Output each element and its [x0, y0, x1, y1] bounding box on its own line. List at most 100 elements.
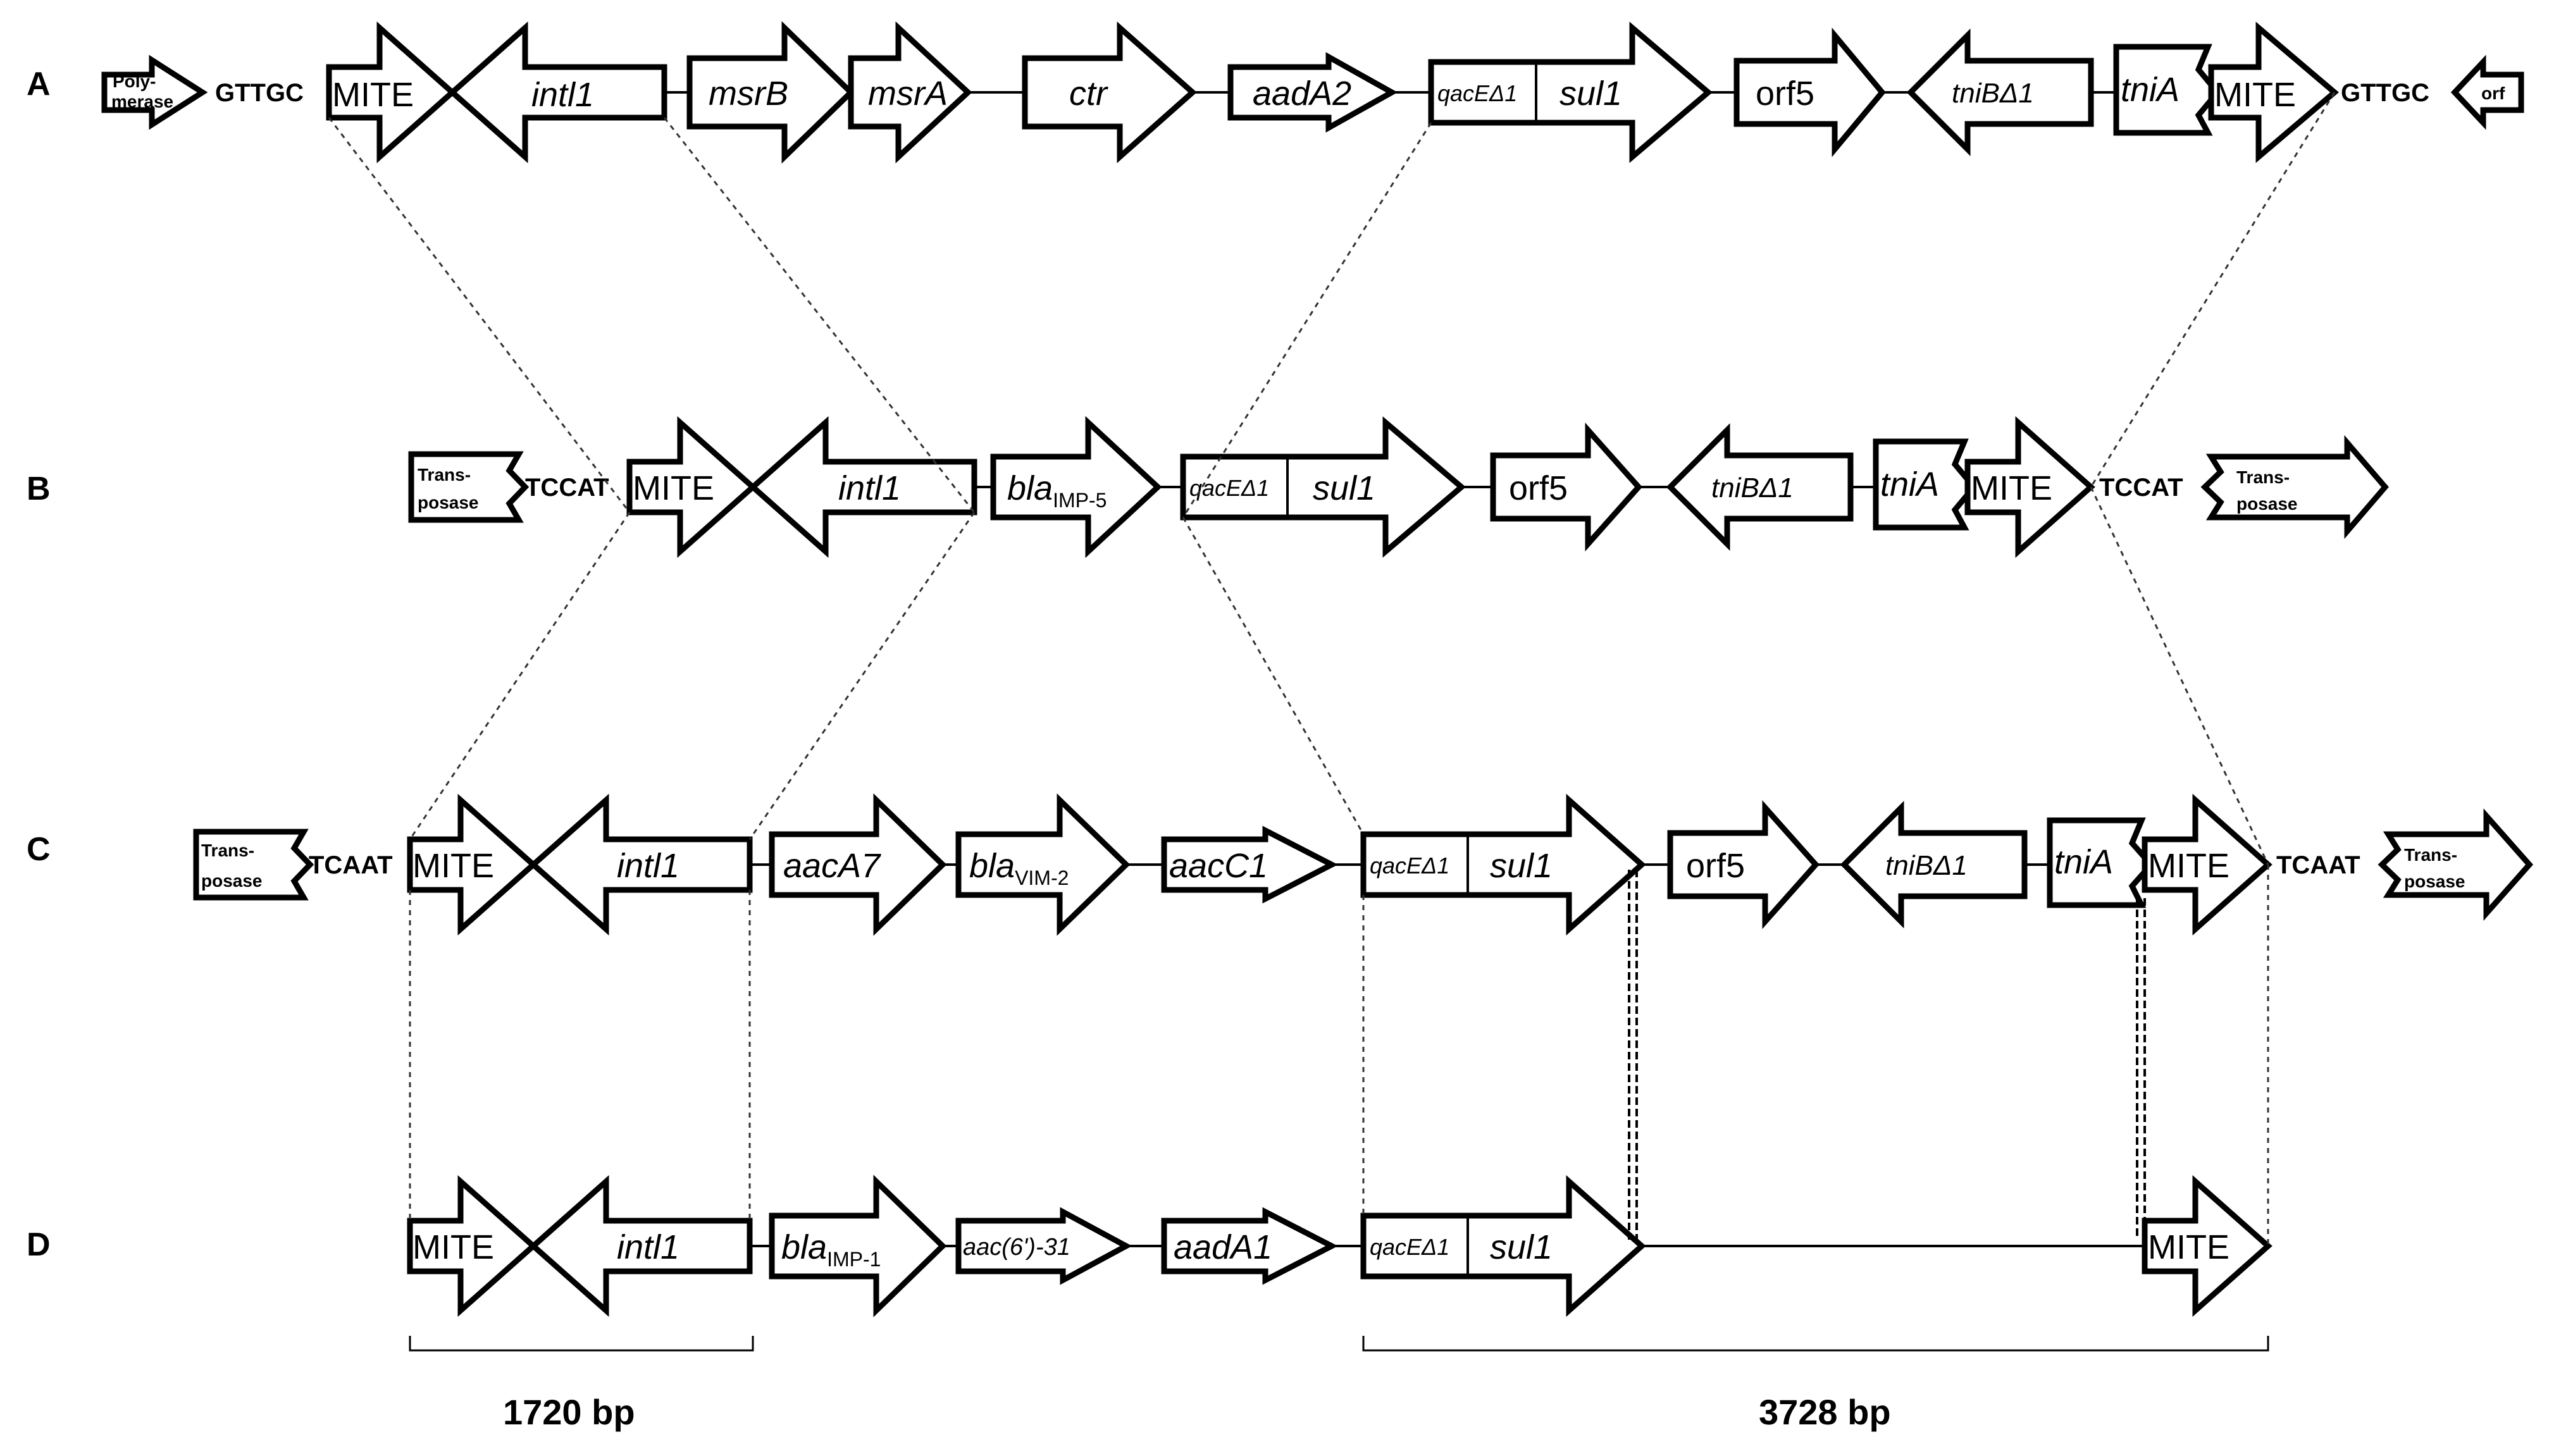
- orf5-a: orf5: [1733, 27, 1886, 157]
- svg-text:merase: merase: [111, 92, 173, 111]
- intl1-a: intl1: [448, 21, 667, 164]
- svg-text:qacEΔ1: qacEΔ1: [1370, 853, 1449, 879]
- svg-text:posase: posase: [418, 493, 479, 512]
- aaca7-c: aacA7: [769, 793, 947, 936]
- alignment-lines: [328, 92, 2336, 1246]
- bracket-1720bp: 1720 bp: [409, 1336, 754, 1432]
- site-a-right: GTTGC: [2341, 79, 2429, 107]
- tnib-c: tniBΔ1: [1840, 801, 2028, 929]
- svg-text:blaVIM-2: blaVIM-2: [969, 847, 1069, 889]
- orf-arrow-a: orf: [2450, 54, 2524, 130]
- mite-a-left: MITE: [326, 21, 457, 164]
- row-label-b: B: [27, 471, 51, 507]
- row-label-c: C: [27, 831, 51, 868]
- svg-text:aacC1: aacC1: [1169, 847, 1268, 885]
- svg-text:MITE: MITE: [412, 1228, 494, 1266]
- svg-text:MITE: MITE: [332, 76, 414, 114]
- row-d: MITE intl1 blaIMP-1 aac(6')-31 aadA1 qac…: [407, 1175, 2273, 1317]
- svg-text:intl1: intl1: [617, 1228, 679, 1266]
- svg-text:qacEΔ1: qacEΔ1: [1370, 1234, 1449, 1260]
- row-b: Trans- posase TCCAT MITE intl1 blaIMP-5 …: [408, 416, 2389, 558]
- svg-text:sul1: sul1: [1313, 469, 1375, 507]
- row-a: Poly- merase GTTGC MITE intl1 msrB msrA …: [101, 21, 2524, 164]
- svg-text:sul1: sul1: [1490, 847, 1553, 885]
- aacc1-c: aacC1: [1161, 825, 1338, 904]
- svg-text:MITE: MITE: [412, 847, 494, 885]
- svg-text:aadA2: aadA2: [1253, 75, 1351, 113]
- tnib-a: tniBΔ1: [1906, 28, 2094, 156]
- bla-imp1-d: blaIMP-1: [769, 1175, 947, 1317]
- tnib-b: tniBΔ1: [1666, 423, 1854, 551]
- qace-sul1-d: qacEΔ1 sul1: [1360, 1175, 1646, 1317]
- svg-text:orf5: orf5: [1509, 469, 1568, 507]
- bla-imp5-b: blaIMP-5: [990, 416, 1162, 558]
- svg-text:MITE: MITE: [633, 469, 714, 507]
- aac631-d: aac(6')-31: [955, 1207, 1132, 1285]
- site-c-right: TCAAT: [2276, 851, 2360, 879]
- svg-text:intl1: intl1: [617, 847, 679, 885]
- svg-text:ctr: ctr: [1069, 75, 1108, 113]
- svg-text:qacEΔ1: qacEΔ1: [1189, 475, 1269, 501]
- svg-text:qacEΔ1: qacEΔ1: [1437, 80, 1517, 106]
- row-label-a: A: [27, 66, 51, 102]
- svg-text:blaIMP-1: blaIMP-1: [781, 1228, 881, 1271]
- intl1-b: intl1: [748, 416, 977, 558]
- svg-text:sul1: sul1: [1560, 75, 1622, 113]
- svg-text:orf5: orf5: [1756, 75, 1814, 113]
- mite-d-right: MITE: [2142, 1175, 2273, 1317]
- qace-sul1-b: qacEΔ1 sul1: [1180, 416, 1466, 558]
- svg-text:orf: orf: [2481, 83, 2505, 103]
- svg-text:MITE: MITE: [2148, 847, 2229, 885]
- svg-text:tniA: tniA: [1880, 466, 1939, 503]
- ctr-a: ctr: [1022, 21, 1197, 164]
- tnia-mite-a-right: tniA MITE: [2113, 22, 2339, 163]
- site-b-right: TCCAT: [2099, 474, 2183, 502]
- svg-text:posase: posase: [201, 871, 263, 891]
- mite-c-left: MITE: [407, 793, 538, 936]
- svg-text:tniBΔ1: tniBΔ1: [1711, 472, 1794, 503]
- svg-text:Trans-: Trans-: [418, 465, 471, 484]
- svg-text:aadA1: aadA1: [1174, 1228, 1272, 1266]
- svg-text:1720 bp: 1720 bp: [503, 1392, 635, 1432]
- bla-vim2-c: blaVIM-2: [955, 793, 1131, 936]
- tnia-mite-c-right: tniA MITE: [2047, 793, 2273, 936]
- bracket-3728bp: 3728 bp: [1362, 1336, 2269, 1432]
- intl1-d: intl1: [529, 1175, 753, 1317]
- transposase-b-right: Trans- posase: [2200, 435, 2389, 540]
- polymerase-arrow: Poly- merase: [101, 54, 208, 130]
- mite-d-left: MITE: [407, 1175, 538, 1317]
- svg-text:tniBΔ1: tniBΔ1: [1885, 850, 1968, 881]
- svg-text:aac(6')-31: aac(6')-31: [963, 1234, 1070, 1261]
- orf5-c: orf5: [1667, 800, 1820, 929]
- transposase-b-left: Trans- posase: [408, 451, 530, 523]
- svg-text:MITE: MITE: [2148, 1228, 2229, 1266]
- svg-text:Poly-: Poly-: [113, 71, 156, 91]
- svg-text:msrB: msrB: [709, 75, 788, 113]
- row-label-d: D: [27, 1226, 51, 1263]
- svg-text:posase: posase: [2236, 494, 2298, 514]
- transposase-c-right: Trans- posase: [2378, 808, 2534, 921]
- mite-b-left: MITE: [626, 416, 757, 558]
- svg-text:aacA7: aacA7: [783, 847, 881, 885]
- svg-text:tniA: tniA: [2054, 843, 2113, 881]
- row-c: Trans- posase TCAAT MITE intl1 aacA7 bla…: [193, 793, 2534, 936]
- svg-text:tniBΔ1: tniBΔ1: [1952, 78, 2034, 109]
- msrb-msra-a: msrB msrA: [686, 21, 972, 164]
- svg-text:Trans-: Trans-: [2404, 845, 2457, 865]
- transposase-c-left: Trans- posase: [193, 829, 314, 901]
- intl1-c: intl1: [529, 793, 753, 936]
- qace-sul1-c: qacEΔ1 sul1: [1360, 793, 1646, 936]
- aada1-d: aadA1: [1161, 1207, 1338, 1285]
- svg-text:orf5: orf5: [1686, 847, 1745, 885]
- svg-text:posase: posase: [2404, 872, 2465, 891]
- svg-text:3728 bp: 3728 bp: [1759, 1392, 1891, 1432]
- orf5-b: orf5: [1490, 423, 1643, 552]
- aada2-a: aadA2: [1227, 52, 1398, 133]
- svg-text:Trans-: Trans-: [2236, 467, 2290, 487]
- site-c-left: TCAAT: [309, 851, 393, 879]
- svg-text:sul1: sul1: [1490, 1228, 1553, 1266]
- svg-text:Trans-: Trans-: [201, 841, 254, 860]
- svg-text:tniA: tniA: [2121, 71, 2180, 109]
- tnia-mite-b-right: tniA MITE: [1873, 416, 2095, 558]
